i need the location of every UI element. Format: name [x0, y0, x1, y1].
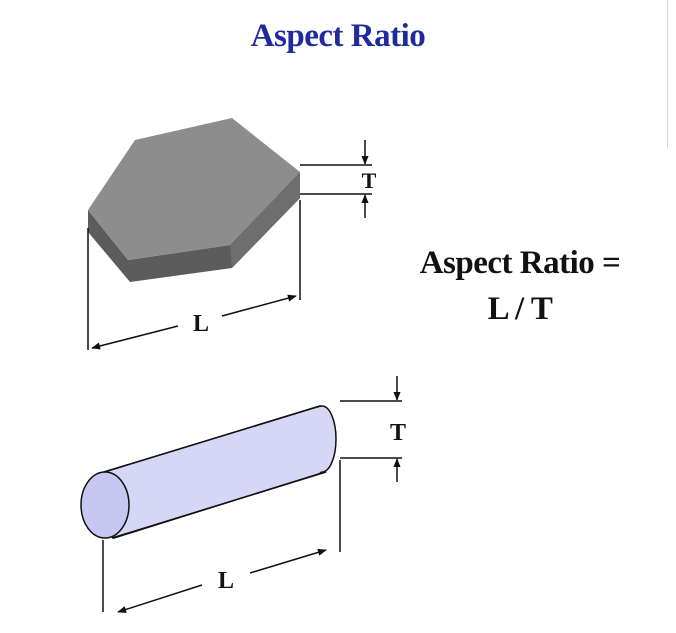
- cylinder-length-label: L: [218, 568, 234, 594]
- cylinder-length-dimension: L: [102, 460, 341, 613]
- hexagon-top-face: [88, 118, 300, 260]
- hexagon-side-shade: [230, 172, 300, 268]
- cylinder-near-end: [80, 471, 130, 539]
- cylinder-body-cover: [106, 407, 323, 537]
- cylinder-l-arrow-left: [117, 584, 203, 613]
- cylinder-thickness-label: T: [390, 420, 406, 446]
- hexagonal-platelet: [88, 118, 300, 282]
- cylinder-thickness-dimension: T: [340, 376, 406, 482]
- hexagon-l-arrow-left: [91, 325, 179, 350]
- hexagon-thickness-label: T: [362, 168, 377, 193]
- hexagon-thickness-dimension: T: [300, 140, 377, 218]
- cylinder-top-edge: [103, 405, 321, 473]
- formula-line-1: Aspect Ratio =: [419, 245, 621, 281]
- hexagon-length-dimension: L: [87, 200, 301, 350]
- divider: [667, 0, 668, 148]
- cylinder-rod: [80, 405, 337, 539]
- hexagon-l-arrow-right: [221, 294, 297, 317]
- hexagon-length-label: L: [193, 311, 209, 337]
- formula-line-2: L / T: [487, 291, 553, 327]
- diagram-title: Aspect Ratio: [250, 18, 426, 54]
- cylinder-bottom-edge: [111, 471, 327, 539]
- aspect-ratio-formula: Aspect Ratio = L / T: [395, 240, 645, 332]
- cylinder-l-arrow-right: [249, 548, 327, 574]
